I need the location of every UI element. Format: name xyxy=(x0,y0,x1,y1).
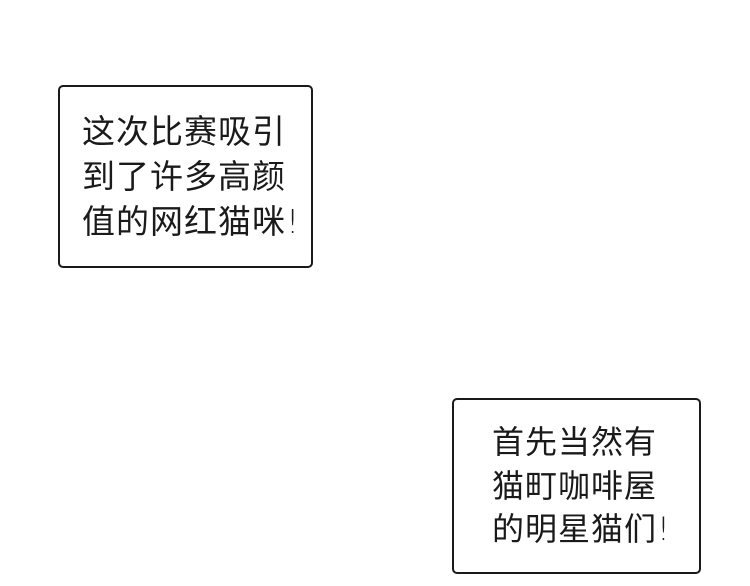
caption-text-line: 值的网红猫咪! xyxy=(82,202,301,241)
caption-text-line: 的明星猫们! xyxy=(492,510,671,548)
caption-box-bottom-right: 首先当然有 猫町咖啡屋 的明星猫们! xyxy=(452,398,701,574)
caption-box-top-left: 这次比赛吸引 到了许多高颜 值的网红猫咪! xyxy=(58,85,313,268)
caption-text-line: 到了许多高颜 xyxy=(82,157,286,196)
caption-text-line: 这次比赛吸引 xyxy=(82,112,286,151)
caption-text-line: 猫町咖啡屋 xyxy=(492,467,658,505)
caption-text-line: 首先当然有 xyxy=(492,423,658,461)
